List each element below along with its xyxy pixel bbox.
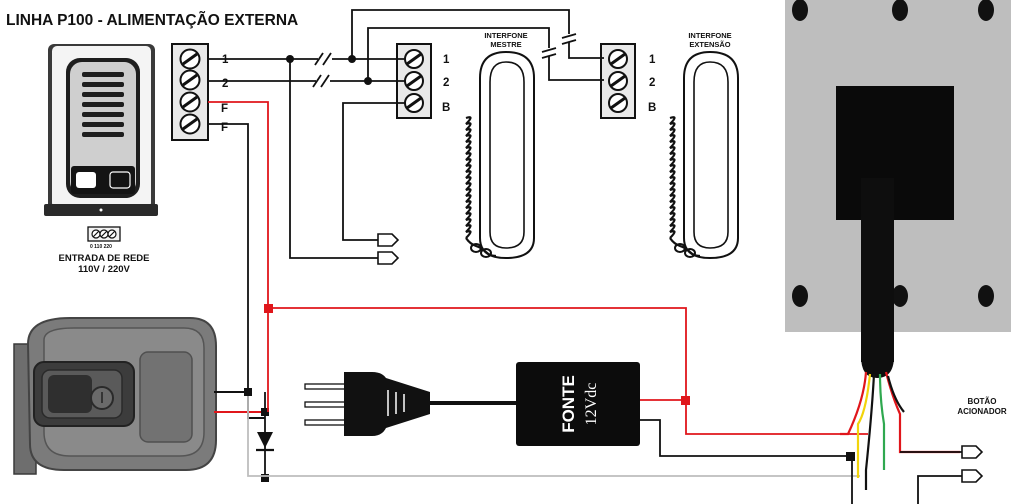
network-voltage-scale: 0 110 220 [90,244,112,250]
speaker-grille [82,72,124,137]
wires-f-terminals [208,101,269,392]
interphone-extension [669,50,739,260]
ground-plugs [377,233,400,265]
wire-supply-negative [659,430,852,457]
terminal-master-2: 2 [443,77,449,89]
terminal-master-1: 1 [443,54,450,66]
extension-terminal-block [600,43,636,119]
power-supply: FONTE 12Vdc [516,362,640,446]
button-label-1: BOTÃO [968,397,997,406]
wires-red-power [267,307,868,435]
cable-wires [840,371,960,490]
interphone-master-label-2: MESTRE [490,40,521,49]
door-panel [44,44,158,216]
main-terminal-block [171,43,209,141]
electric-lock [13,317,217,475]
terminal-main-2: 2 [222,78,228,90]
wires-black-top [208,9,604,259]
interphone-extension-label-1: INTERFONE [688,31,731,40]
network-input-label: ENTRADA DE REDE [59,253,150,264]
wire-junctions [286,55,372,85]
interphone-master-label-1: INTERFONE [484,31,527,40]
cable [861,178,894,378]
wire-supply-out [640,419,661,430]
master-terminal-block [396,43,432,119]
network-voltage-label: 110V / 220V [78,264,130,275]
power-plug [304,372,516,436]
wires-button [851,451,962,504]
power-supply-label: FONTE [559,375,578,433]
diode [256,392,274,482]
gray-panel [785,0,1011,332]
terminal-main-f1: F [221,103,228,115]
button-label-2: ACIONADOR [957,407,1007,416]
junction-negative [846,452,855,461]
diagram-title: LINHA P100 - ALIMENTAÇÃO EXTERNA [6,11,298,29]
terminal-master-b: B [442,102,450,114]
interphone-master [465,50,535,260]
terminal-main-1: 1 [222,54,229,66]
wires-lock [214,391,265,419]
interphone-extension-label-2: EXTENSÃO [689,40,730,49]
junction-f-black [244,388,252,396]
network-input-block: 0 110 220 [87,226,121,250]
wire-break-marks [312,33,577,88]
terminal-extension-b: B [648,102,656,114]
terminal-extension-1: 1 [649,54,656,66]
junction-red-1 [264,304,273,313]
call-button [76,172,96,188]
wires-gray-return [247,396,860,477]
push-button-connectors [961,445,984,483]
terminal-extension-2: 2 [649,77,655,89]
terminal-main-f2: F [221,122,228,134]
junction-red-2 [681,396,690,405]
power-supply-voltage: 12Vdc [583,383,600,426]
